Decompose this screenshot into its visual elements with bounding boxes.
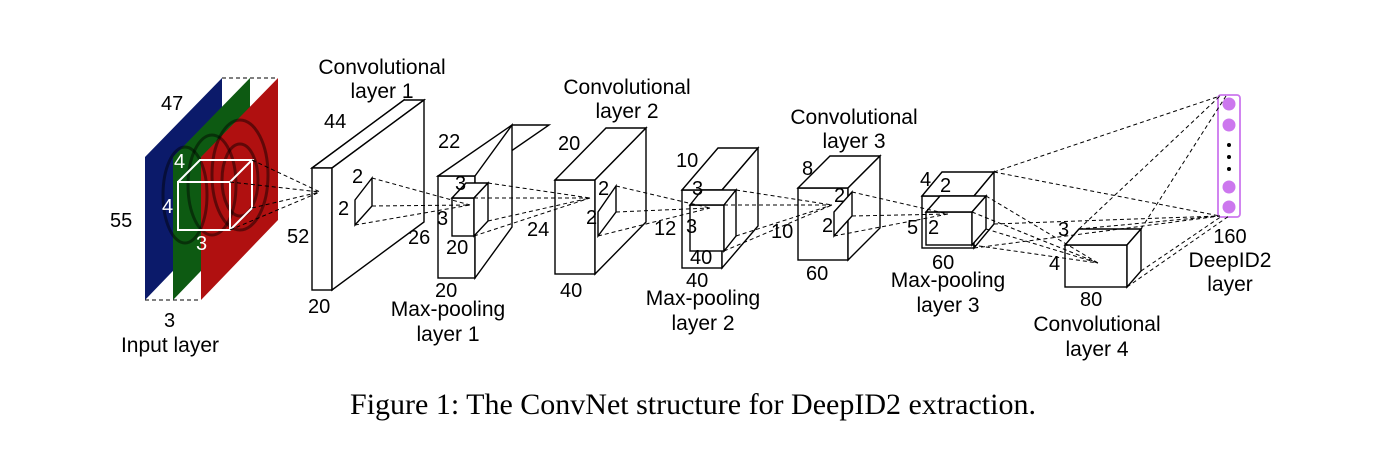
input-layer-label: Input layer xyxy=(121,334,219,357)
deepid2-node xyxy=(1222,200,1236,214)
pool3-filter-w: 2 xyxy=(928,217,939,239)
input-image-texture xyxy=(161,118,270,245)
conv2-dim-bottom: 40 xyxy=(560,280,582,302)
conv2-filter-w: 2 xyxy=(586,207,597,229)
conv1-dim-bottom: 20 xyxy=(308,296,330,318)
deepid2-ellipsis-dot xyxy=(1227,167,1231,171)
pool2-filter-h: 3 xyxy=(692,178,703,200)
pool1-filter xyxy=(450,181,490,238)
pool3-filter xyxy=(924,194,988,247)
pool1-filter-d: 20 xyxy=(446,237,468,259)
conv3-dim-bottom: 60 xyxy=(806,263,828,285)
conv3-filter-w: 2 xyxy=(822,215,833,237)
pool3-dim-side: 5 xyxy=(907,217,918,239)
conv4-dim-top: 3 xyxy=(1058,219,1069,241)
conv1-filter-h: 2 xyxy=(352,166,363,188)
pool3-label-line1: Max-pooling xyxy=(891,269,1005,292)
conv1-label-line1: Convolutional xyxy=(318,56,445,79)
conv-layer-2: Convolutional layer 2 20 24 40 2 2 xyxy=(527,76,691,302)
deepid2-ellipsis-dot xyxy=(1227,143,1231,147)
pool3-dim-bottom: 60 xyxy=(932,252,954,274)
input-layer: 47 55 3 4 4 3 Input layer xyxy=(110,77,278,357)
conv3-label-line2: layer 3 xyxy=(822,130,885,153)
input-filter-h: 4 xyxy=(174,151,185,173)
input-dim-channels: 3 xyxy=(164,310,175,332)
figure-caption: Figure 1: The ConvNet structure for Deep… xyxy=(350,388,1036,421)
conv2-dim-side: 24 xyxy=(527,219,549,241)
pool2-filter-d: 40 xyxy=(690,247,712,269)
pool-layer-2: Max-pooling layer 2 10 12 40 3 3 40 xyxy=(646,146,760,335)
pool1-dim-top: 22 xyxy=(438,131,460,153)
conv4-dim-side: 4 xyxy=(1049,253,1060,275)
conv2-dim-top: 20 xyxy=(558,133,580,155)
pool1-filter-h: 3 xyxy=(455,173,466,195)
conv2-label-line1: Convolutional xyxy=(563,76,690,99)
deepid2-node xyxy=(1222,118,1236,132)
conv1-dim-top: 44 xyxy=(324,111,346,133)
input-dim-width: 47 xyxy=(161,93,183,115)
pool2-dim-side: 12 xyxy=(654,218,676,240)
conv2-filter-h: 2 xyxy=(598,178,609,200)
pool-layer-3: Max-pooling layer 3 4 5 60 2 2 xyxy=(891,169,1005,317)
input-dim-height: 55 xyxy=(110,210,132,232)
input-filter-d: 3 xyxy=(196,233,207,255)
conv1-filter-w: 2 xyxy=(338,198,349,220)
deepid2-node xyxy=(1222,180,1236,194)
pool2-dim-bottom: 40 xyxy=(686,270,708,292)
conv3-label-line1: Convolutional xyxy=(790,106,917,129)
connection-lines xyxy=(229,95,1230,288)
conv4-label-line1: Convolutional xyxy=(1033,313,1160,336)
pool1-dim-side: 26 xyxy=(408,227,430,249)
pool3-dim-top: 4 xyxy=(920,169,931,191)
deepid2-size: 160 xyxy=(1213,226,1246,248)
input-channel-red xyxy=(201,78,278,300)
input-filter-w: 4 xyxy=(162,196,173,218)
pool1-dim-bottom: 20 xyxy=(435,280,457,302)
pool2-dim-top: 10 xyxy=(676,150,698,172)
pool1-filter-w: 3 xyxy=(437,208,448,230)
deepid2-label-line2: layer xyxy=(1207,273,1253,296)
pool1-label-line2: layer 1 xyxy=(416,323,479,346)
deepid2-label-line1: DeepID2 xyxy=(1189,249,1272,272)
conv-layer-1: Convolutional layer 1 44 52 20 2 2 xyxy=(287,56,446,318)
pool1-label-line1: Max-pooling xyxy=(391,298,505,321)
pool2-label-line2: layer 2 xyxy=(671,312,734,335)
pool2-filter-w: 3 xyxy=(686,216,697,238)
conv-layer-4: Convolutional layer 4 3 4 80 xyxy=(1033,219,1160,361)
conv1-dim-side: 52 xyxy=(287,226,309,248)
conv2-label-line2: layer 2 xyxy=(595,100,658,123)
pool3-label-line2: layer 3 xyxy=(916,294,979,317)
pool3-filter-h: 2 xyxy=(940,175,951,197)
conv3-dim-top: 8 xyxy=(802,158,813,180)
conv4-dim-bottom: 80 xyxy=(1080,289,1102,311)
deepid2-layer: 160 DeepID2 layer xyxy=(1189,94,1272,296)
conv1-label-line2: layer 1 xyxy=(350,80,413,103)
deepid2-ellipsis-dot xyxy=(1227,155,1231,159)
pool-layer-1: Max-pooling layer 1 22 26 20 3 3 20 xyxy=(391,122,552,346)
conv3-dim-side: 10 xyxy=(771,221,793,243)
conv3-filter-h: 2 xyxy=(834,185,845,207)
pool2-label-line1: Max-pooling xyxy=(646,287,760,310)
conv-layer-3: Convolutional layer 3 8 10 60 2 2 xyxy=(771,106,918,285)
deepid2-node xyxy=(1222,97,1236,111)
conv4-label-line2: layer 4 xyxy=(1065,338,1128,361)
pool2-filter xyxy=(688,188,738,253)
